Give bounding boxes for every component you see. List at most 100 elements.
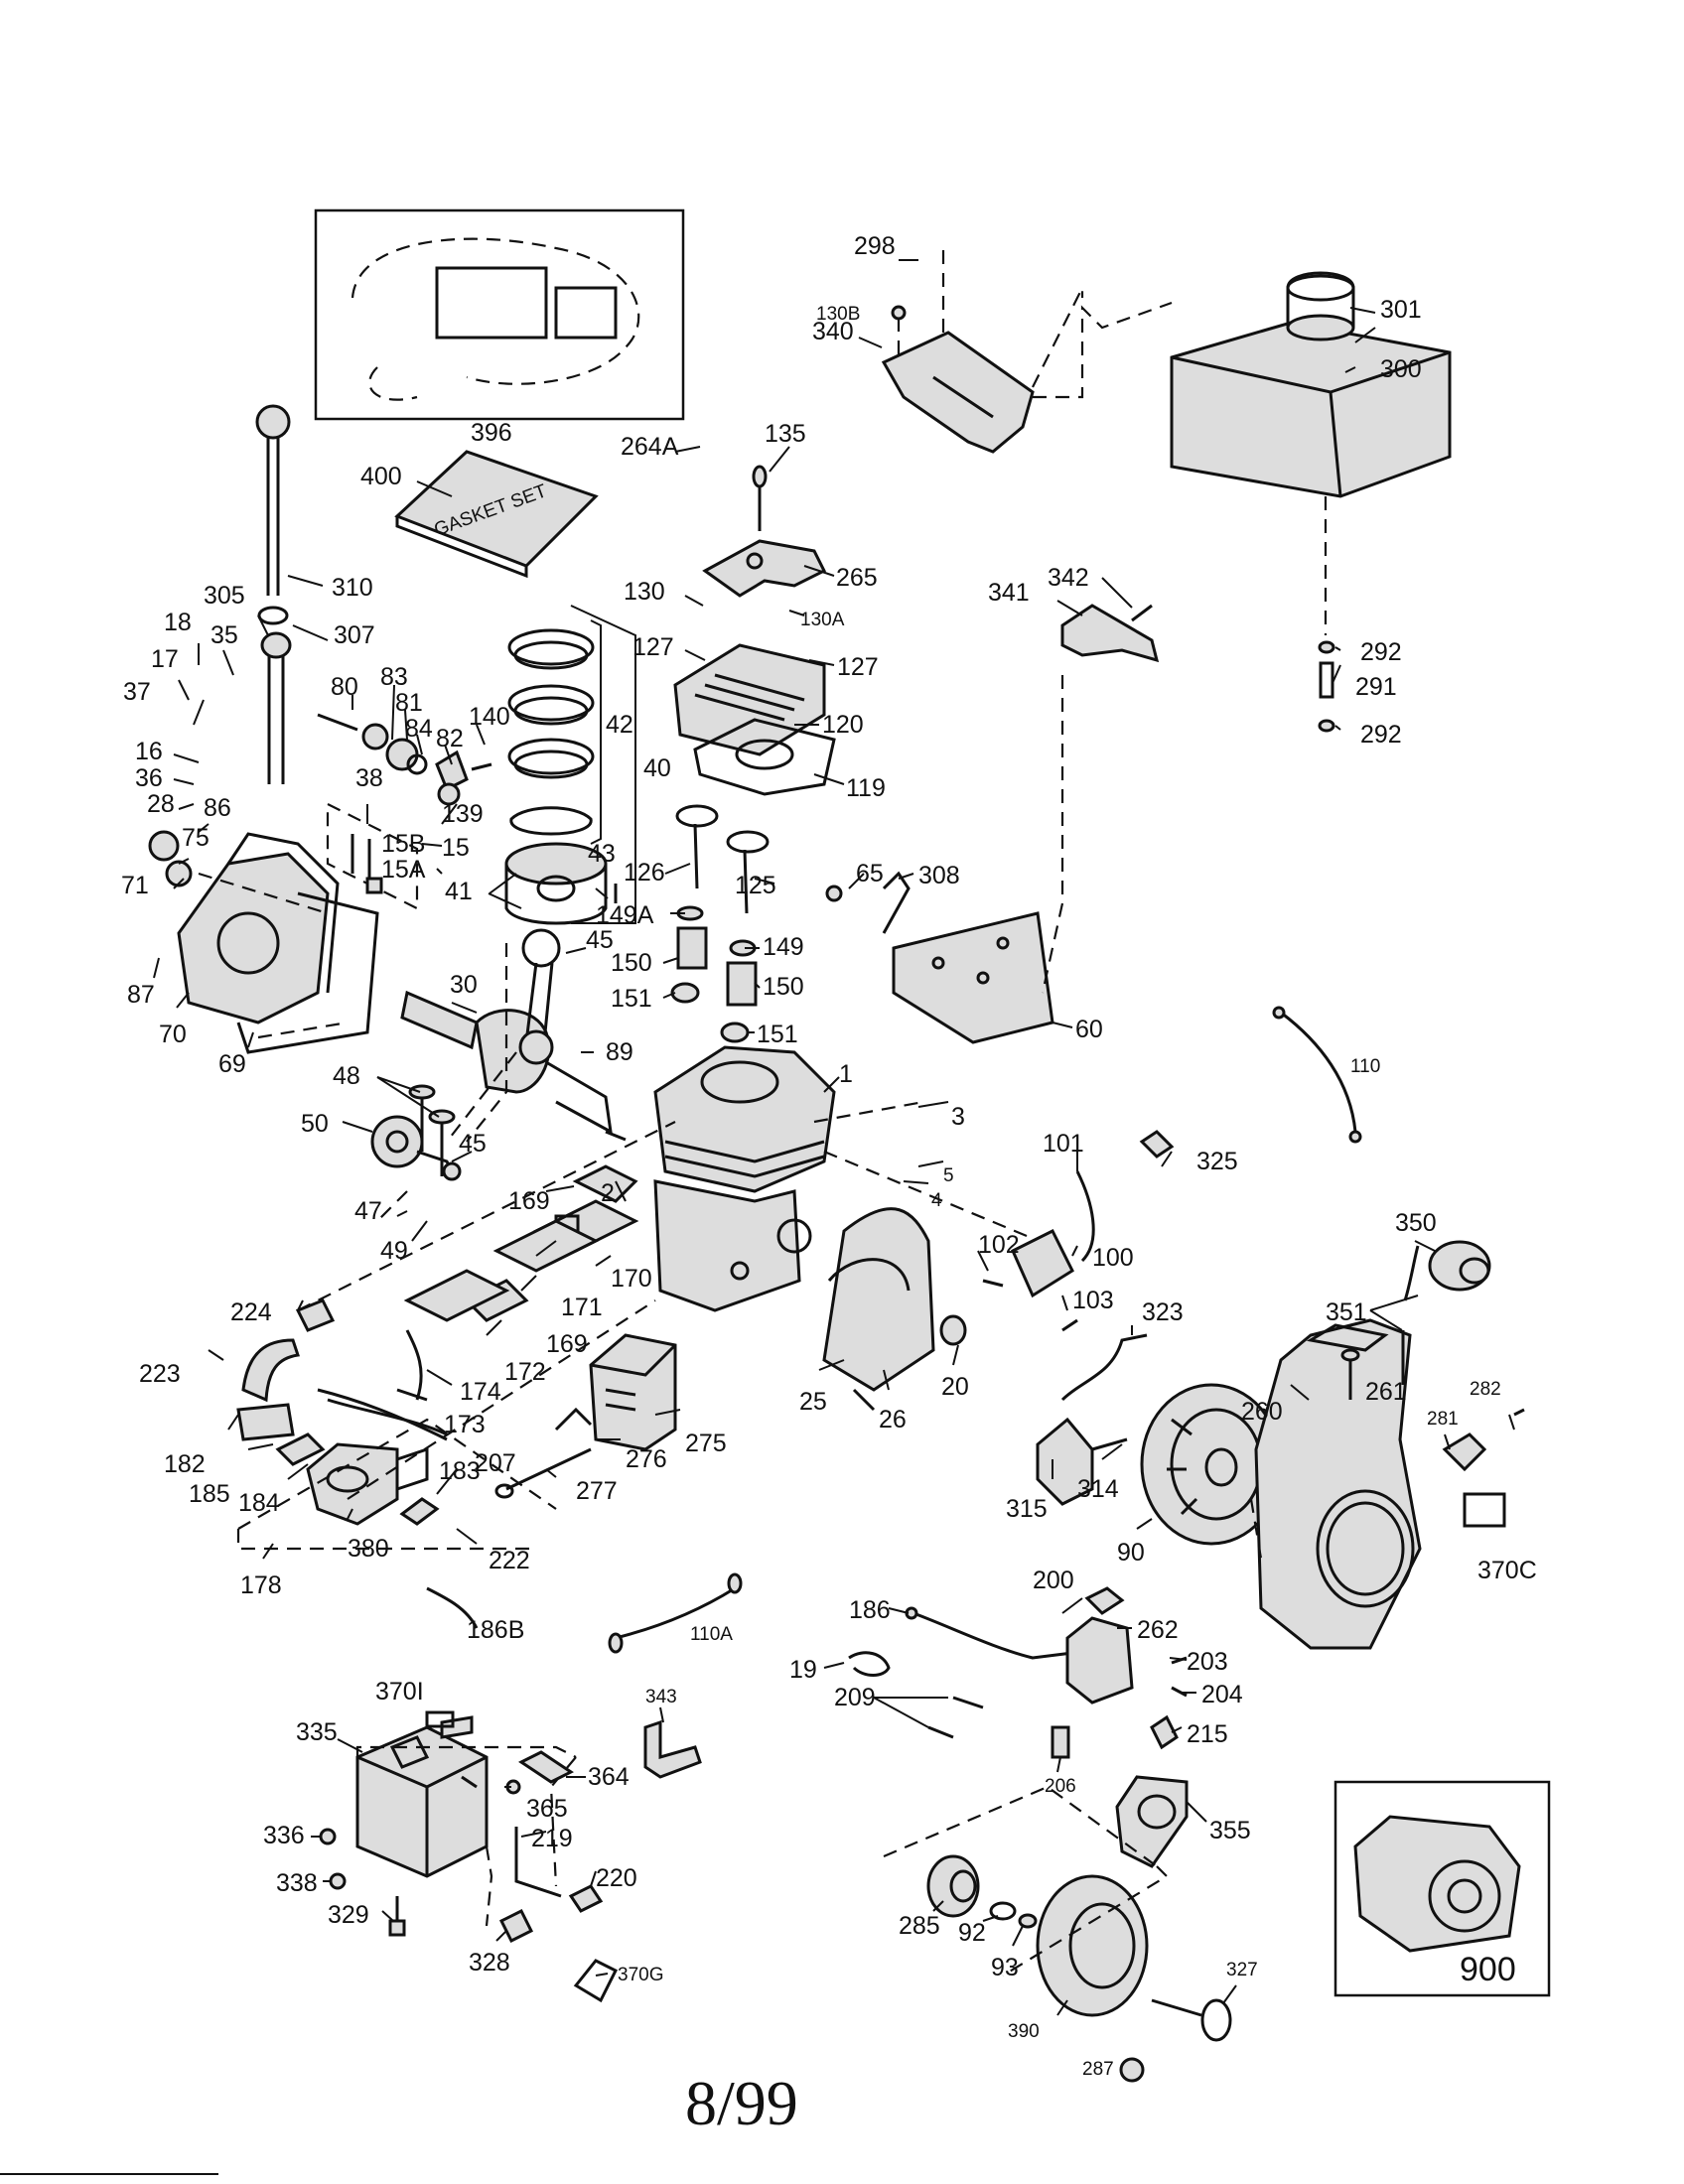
label-207: 207 [475, 1449, 516, 1477]
label-83: 83 [380, 663, 408, 691]
label-25: 25 [799, 1388, 827, 1416]
intake-tube [236, 1298, 336, 1466]
label-206: 206 [1045, 1776, 1076, 1797]
label-900: 900 [1460, 1951, 1516, 1988]
label-281: 281 [1427, 1409, 1459, 1430]
label-338: 338 [276, 1869, 318, 1897]
label-223: 223 [139, 1360, 181, 1388]
cylinder-head [673, 643, 836, 796]
label-15: 15 [442, 834, 470, 862]
label-87: 87 [127, 981, 155, 1009]
label-275: 275 [685, 1430, 727, 1457]
label-93: 93 [991, 1954, 1019, 1981]
label-336: 336 [263, 1822, 305, 1849]
label-307: 307 [334, 621, 375, 649]
label-260: 260 [1241, 1398, 1283, 1426]
label-224: 224 [230, 1298, 272, 1326]
control-assembly [848, 1586, 1188, 1759]
label-20: 20 [941, 1373, 969, 1401]
valves [670, 804, 770, 1043]
label-364: 364 [588, 1763, 630, 1791]
label-341: 341 [988, 579, 1030, 607]
cable-110A [608, 1572, 743, 1654]
label-43: 43 [588, 840, 616, 868]
label-200: 200 [1033, 1567, 1074, 1594]
label-28: 28 [147, 790, 175, 818]
label-126: 126 [624, 859, 665, 887]
back-plate [822, 1207, 967, 1412]
clip-325 [1139, 1130, 1175, 1159]
label-276: 276 [626, 1445, 667, 1473]
label-120: 120 [822, 711, 864, 739]
dipstick [255, 404, 292, 784]
label-89: 89 [606, 1038, 633, 1066]
label-119: 119 [846, 774, 886, 802]
label-48: 48 [333, 1062, 360, 1090]
label-380: 380 [348, 1535, 389, 1563]
crankcase-cover [148, 830, 379, 1054]
gasket-set: GASKET SET [394, 450, 599, 579]
label-70: 70 [159, 1021, 187, 1048]
label-300: 300 [1380, 355, 1422, 383]
label-110A: 110A [690, 1624, 733, 1645]
label-65: 65 [856, 860, 884, 887]
label-170: 170 [611, 1265, 652, 1293]
label-185: 185 [189, 1480, 230, 1508]
ignition-coil [982, 1170, 1095, 1332]
label-103: 103 [1072, 1287, 1114, 1314]
label-215: 215 [1187, 1720, 1228, 1748]
label-400: 400 [360, 463, 402, 490]
label-81: 81 [395, 689, 423, 717]
label-130A: 130A [800, 610, 845, 630]
label-2: 2 [601, 1179, 615, 1207]
label-69: 69 [218, 1050, 246, 1078]
label-220: 220 [596, 1864, 637, 1892]
label-342: 342 [1048, 564, 1089, 592]
carburetor [306, 1388, 448, 1526]
label-169b: 169 [546, 1330, 588, 1358]
label-92: 92 [958, 1919, 986, 1947]
label-3: 3 [951, 1103, 965, 1131]
label-16: 16 [135, 738, 163, 765]
label-329: 329 [328, 1901, 369, 1929]
label-37: 37 [123, 678, 151, 706]
label-135: 135 [765, 420, 806, 448]
label-47: 47 [354, 1197, 382, 1225]
label-140: 140 [469, 703, 510, 731]
label-41: 41 [445, 878, 473, 905]
label-178: 178 [240, 1571, 282, 1599]
cylinder-block [653, 1045, 836, 1312]
parts-219-220-328 [498, 1827, 604, 1944]
label-17: 17 [151, 645, 179, 673]
label-1: 1 [839, 1060, 853, 1088]
label-130B: 130B [816, 304, 860, 325]
label-182: 182 [164, 1450, 206, 1478]
label-38: 38 [355, 764, 383, 792]
wire-110 [1272, 1006, 1362, 1144]
label-139: 139 [442, 800, 484, 828]
label-86: 86 [204, 794, 231, 822]
breather-plate [702, 465, 827, 598]
label-209: 209 [834, 1684, 876, 1711]
label-340: 340 [812, 318, 854, 345]
label-174: 174 [460, 1378, 501, 1406]
fuel-tank [1170, 271, 1452, 498]
label-265: 265 [836, 564, 878, 592]
label-186B: 186B [467, 1616, 524, 1644]
label-186: 186 [849, 1596, 891, 1624]
label-100: 100 [1092, 1244, 1134, 1272]
page-number: 8/99 [685, 2068, 798, 2138]
label-50: 50 [301, 1110, 329, 1138]
bracket-341 [1060, 604, 1160, 663]
label-30: 30 [450, 971, 478, 999]
label-298: 298 [854, 232, 896, 260]
label-323: 323 [1142, 1298, 1184, 1326]
label-49: 49 [380, 1237, 408, 1265]
label-308: 308 [918, 862, 960, 889]
label-396: 396 [471, 419, 512, 447]
leader-lines [153, 259, 1515, 2016]
label-292a: 292 [1360, 638, 1402, 666]
fuel-line-parts [1318, 496, 1335, 733]
bracket-343 [643, 1719, 702, 1779]
